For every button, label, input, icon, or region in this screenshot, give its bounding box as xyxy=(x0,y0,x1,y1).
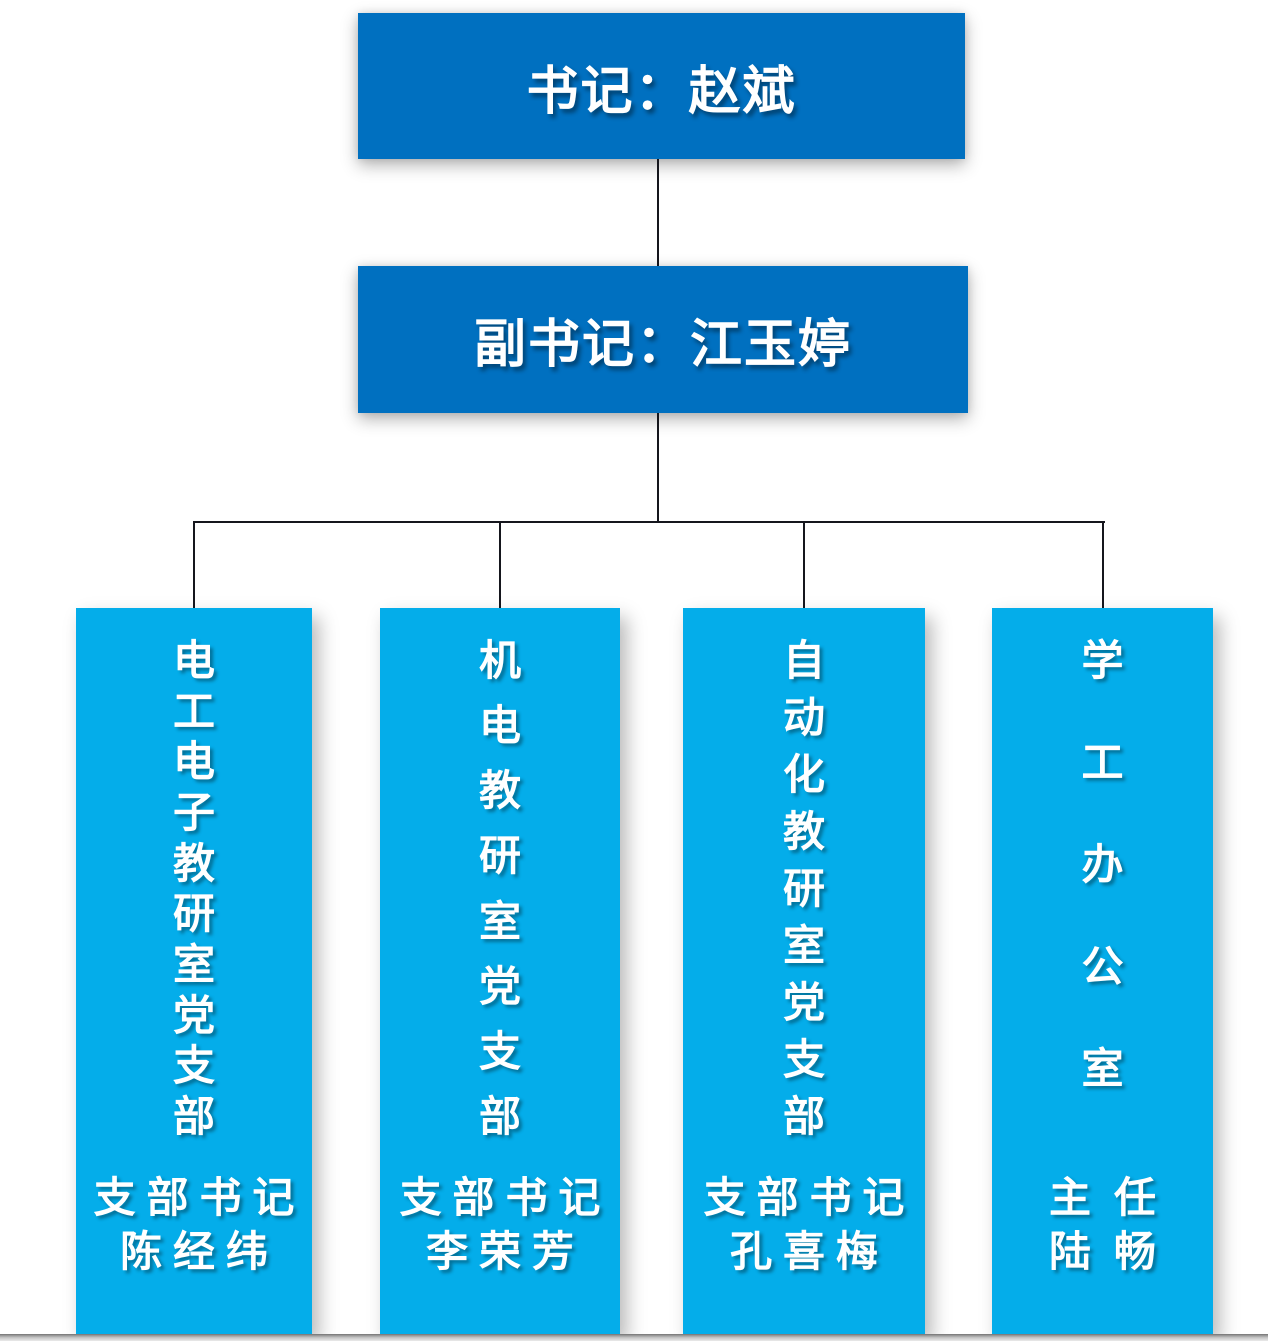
branch-role: 支部书记 xyxy=(703,1174,916,1221)
branch-title: 电工电子教研室党支部 xyxy=(76,640,312,1138)
title-char: 教 xyxy=(172,839,215,887)
slide-bottom-edge xyxy=(0,1334,1268,1341)
branch-person-name: 李荣芳 xyxy=(426,1228,585,1275)
connector-drop-branch-3 xyxy=(803,521,805,608)
node-secretary: 书记：赵斌 xyxy=(358,13,965,159)
branch-name-block: 支部书记 陈经纬 xyxy=(76,1177,312,1273)
title-char: 办 xyxy=(1081,841,1124,888)
title-char: 研 xyxy=(782,865,825,912)
title-char: 子 xyxy=(172,788,215,836)
title-char: 公 xyxy=(1081,943,1124,990)
title-char: 教 xyxy=(478,767,521,815)
title-char: 化 xyxy=(782,751,825,798)
title-char: 电 xyxy=(172,637,215,684)
branch-role: 主任 xyxy=(1048,1174,1180,1221)
connector-deputy-down xyxy=(657,413,659,521)
title-char: 室 xyxy=(782,922,825,969)
title-char: 学 xyxy=(1081,637,1124,684)
title-char: 支 xyxy=(782,1036,825,1083)
title-char: 动 xyxy=(782,694,825,741)
branch-node-dgdz: 电工电子教研室党支部 支部书记 陈经纬 xyxy=(76,608,312,1335)
title-char: 部 xyxy=(782,1093,825,1140)
title-char: 室 xyxy=(1081,1045,1124,1092)
branch-title: 机电教研室党支部 xyxy=(380,640,620,1138)
title-char: 研 xyxy=(478,832,521,880)
node-deputy-label: 副书记：江玉婷 xyxy=(473,316,852,374)
connector-drop-branch-2 xyxy=(499,521,501,608)
title-char: 室 xyxy=(172,940,215,988)
title-char: 支 xyxy=(478,1027,521,1075)
branch-person-name: 陆畅 xyxy=(1048,1228,1180,1275)
title-char: 党 xyxy=(478,962,521,1010)
branch-role: 支部书记 xyxy=(93,1174,306,1221)
title-char: 工 xyxy=(1081,739,1124,786)
branch-person-name: 孔喜梅 xyxy=(730,1228,889,1275)
title-char: 工 xyxy=(172,687,215,735)
title-char: 研 xyxy=(172,890,215,938)
branch-role: 支部书记 xyxy=(399,1174,612,1221)
title-char: 部 xyxy=(172,1092,215,1140)
node-deputy-secretary: 副书记：江玉婷 xyxy=(358,266,968,413)
title-char: 机 xyxy=(478,637,521,684)
title-char: 党 xyxy=(172,991,215,1039)
title-char: 电 xyxy=(478,702,521,750)
branch-node-xuegong: 学工办公室 主任 陆畅 xyxy=(992,608,1213,1335)
branch-node-jidian: 机电教研室党支部 支部书记 李荣芳 xyxy=(380,608,620,1335)
node-secretary-label: 书记：赵斌 xyxy=(526,62,797,121)
branch-node-zidonghua: 自动化教研室党支部 支部书记 孔喜梅 xyxy=(683,608,925,1335)
branch-name-block: 支部书记 李荣芳 xyxy=(380,1177,620,1273)
title-char: 党 xyxy=(782,979,825,1026)
branch-person-name: 陈经纬 xyxy=(120,1228,279,1275)
branch-name-block: 主任 陆畅 xyxy=(992,1177,1213,1273)
connector-horizontal-bus xyxy=(193,521,1105,523)
title-char: 室 xyxy=(478,897,521,945)
title-char: 教 xyxy=(782,808,825,855)
connector-drop-branch-4 xyxy=(1102,521,1104,608)
connector-drop-branch-1 xyxy=(193,521,195,608)
title-char: 支 xyxy=(172,1042,215,1090)
branch-title: 学工办公室 xyxy=(992,640,1213,1090)
title-char: 电 xyxy=(172,738,215,786)
branch-name-block: 支部书记 孔喜梅 xyxy=(683,1177,925,1273)
branch-title: 自动化教研室党支部 xyxy=(683,640,925,1138)
title-char: 部 xyxy=(478,1092,521,1140)
connector-root-to-deputy xyxy=(657,159,659,266)
title-char: 自 xyxy=(782,637,825,684)
